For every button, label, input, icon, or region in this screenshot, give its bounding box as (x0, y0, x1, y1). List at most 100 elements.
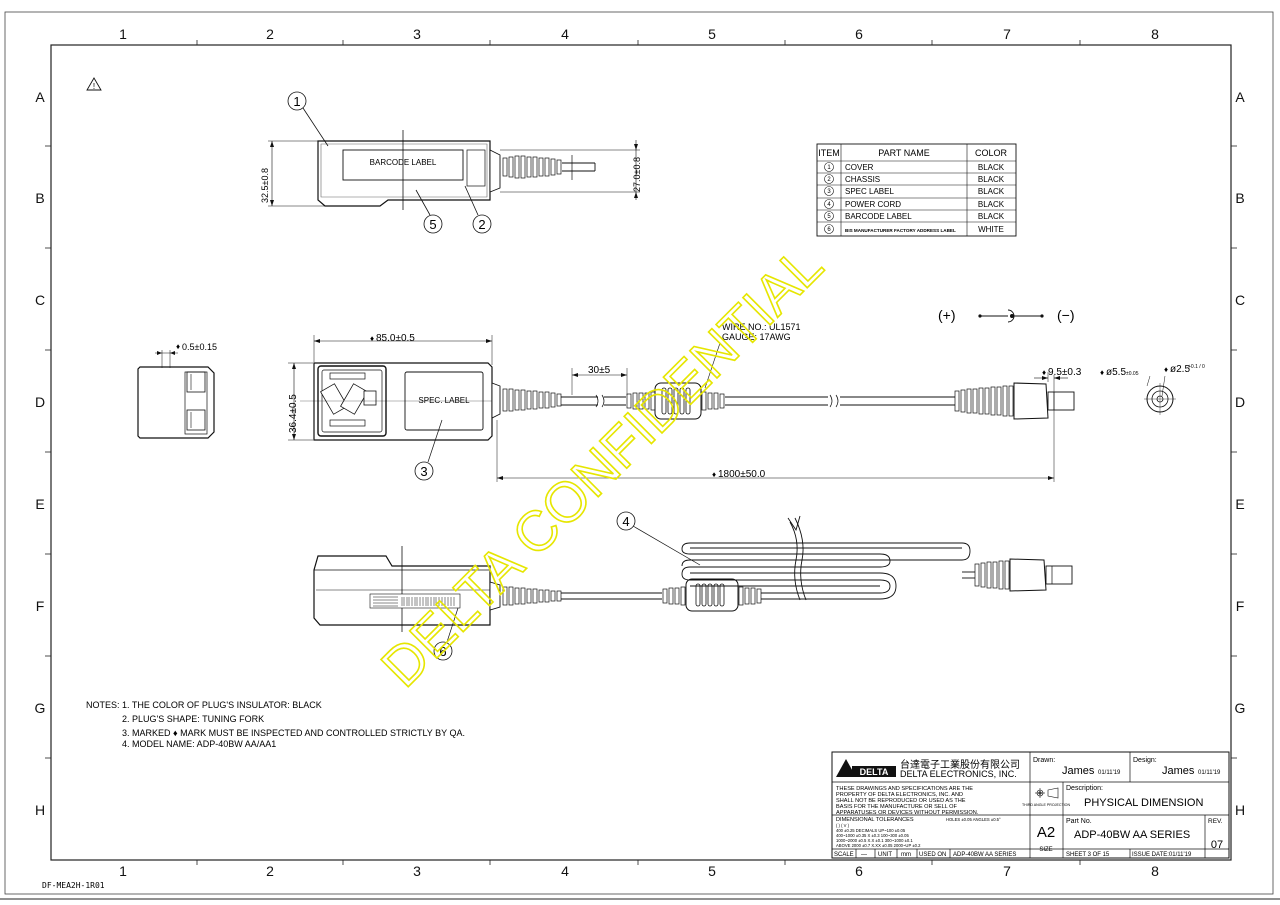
used-on-value: ADP-40BW AA SERIES (953, 852, 1016, 858)
grid-row-b-left: B (35, 190, 44, 206)
notes-block: NOTES: 1. THE COLOR OF PLUG'S INSULATOR:… (86, 700, 465, 749)
projection-icon (1035, 787, 1059, 799)
polarity-symbol: (+) (−) (938, 307, 1075, 323)
parts-table: ITEM PART NAME COLOR 1 2 3 4 5 6 COVER C… (816, 143, 1017, 237)
grid-row-d-left: D (35, 394, 45, 410)
inner-border (50, 44, 1232, 861)
table-row-name: CHASSIS (845, 175, 880, 184)
table-row-name: POWER CORD (845, 200, 901, 209)
property-notice: PROPERTY OF DELTA ELECTRONICS, INC. AND (836, 792, 963, 798)
top-view: BARCODE LABEL 32.5±0.8 27.0±0.8 (260, 130, 642, 210)
description-value: PHYSICAL DIMENSION (1084, 797, 1203, 809)
part-no-value: ADP-40BW AA SERIES (1074, 829, 1190, 841)
grid-row-f-left: F (36, 598, 45, 614)
tolerance-row: ABOVE 2000 ±0.7 X.XX ±0.05 2000~UP ±0.2 (836, 843, 921, 848)
grid-col-3-top: 3 (413, 26, 421, 42)
table-row-color: WHITE (978, 225, 1004, 234)
wire-number: WIRE NO.: UL1571 (722, 322, 801, 332)
polarity-plus: (+) (938, 307, 956, 323)
table-row-item: 3 (827, 189, 831, 195)
tolerance-row: 400 ±0.25 DECIMALS UP~100 ±0.05 (836, 828, 906, 833)
callout-2: 2 (478, 217, 485, 232)
grid-row-a-left: A (35, 89, 45, 105)
svg-text:♦: ♦ (370, 334, 374, 343)
note-item: 4. MODEL NAME: ADP-40BW AA/AA1 (122, 739, 276, 749)
table-row-name: BIS MANUFACTURER FACTORY ADDRESS LABEL (845, 228, 956, 233)
grid-row-c-left: C (35, 292, 45, 308)
design-name: James (1162, 765, 1195, 777)
table-row-color: BLACK (978, 163, 1005, 172)
dim-body-height: 36.4±0.5 (288, 394, 299, 433)
grid-col-5-bottom: 5 (708, 863, 716, 879)
dim-body-length: 85.0±0.5 (376, 333, 415, 344)
grid-col-1-top: 1 (119, 26, 127, 42)
svg-text:♦: ♦ (712, 470, 716, 479)
tolerance-row: 1000~2000 ±0.5 X.X ±0.1 300~1000 ±0.1 (836, 838, 913, 843)
table-row-item: 2 (827, 177, 831, 183)
polarity-minus: (−) (1057, 307, 1075, 323)
table-header-part-name: PART NAME (878, 148, 930, 158)
svg-text:♦: ♦ (176, 342, 180, 351)
bottom-view (313, 515, 1073, 632)
grid-row-h-right: H (1235, 802, 1245, 818)
form-code: DF-MEA2H-1R01 (42, 881, 105, 890)
tolerance-row: ( ) ( V ) (836, 823, 850, 828)
table-row-item: 5 (827, 214, 831, 220)
scale-label: SCALE (834, 852, 854, 858)
dim-plug-od-tol: ±0.05 (1126, 371, 1139, 377)
grid-col-7-top: 7 (1003, 26, 1011, 42)
sheet-number: SHEET 3 OF 15 (1066, 852, 1110, 858)
drawn-name: James (1062, 765, 1095, 777)
callout-1: 1 (293, 94, 300, 109)
note-item: 1. THE COLOR OF PLUG'S INSULATOR: BLACK (122, 700, 322, 710)
table-row-name: BARCODE LABEL (845, 212, 912, 221)
table-row-color: BLACK (978, 187, 1005, 196)
grid-row-d-right: D (1235, 394, 1245, 410)
table-row-item: 4 (827, 202, 831, 208)
size-code: A2 (1037, 824, 1055, 841)
grid-col-1-bottom: 1 (119, 863, 127, 879)
company-name-cn: 台達電子工業股份有限公司 (900, 758, 1020, 771)
dim-cord-length: 1800±50.0 (718, 469, 766, 480)
callout-5: 5 (429, 217, 436, 232)
outer-border (4, 11, 1274, 895)
plug-end-view: ♦ ø5.5 ±0.05 ♦ ø2.5 +0.1 / 0 (1100, 364, 1205, 415)
table-row-item: 1 (827, 165, 831, 171)
grid-row-c-right: C (1235, 292, 1245, 308)
property-notice: APPARATUSES OR DEVICES WITHOUT PERMISSIO… (836, 810, 979, 816)
table-row-item: 6 (827, 227, 831, 233)
scale-value: — (861, 852, 867, 858)
confidential-watermark: DELTA CONFIDENTIAL (369, 233, 835, 699)
tolerance-row: 400~1000 ±0.35 X ±0.3 100~300 ±0.05 (836, 833, 909, 838)
part-no-label: Part No. (1066, 818, 1092, 825)
rev-value: 07 (1211, 839, 1223, 851)
callout-3: 3 (420, 464, 427, 479)
table-row-name: COVER (845, 163, 874, 172)
table-row-color: BLACK (978, 200, 1005, 209)
issue-date: ISSUE DATE:01/11'19 (1132, 852, 1192, 858)
dim-plug-id: ø2.5 (1170, 364, 1190, 375)
unit-label: UNIT (878, 852, 892, 858)
dim-plug-id-tol: +0.1 / 0 (1188, 364, 1205, 370)
grid-row-b-right: B (1235, 190, 1244, 206)
notes-heading: NOTES: (86, 700, 120, 710)
grid-row-h-left: H (35, 802, 45, 818)
front-view: SPEC. LABEL (288, 322, 1082, 482)
property-notice: BASIS FOR THE MANUFACTURE OR SELL OF (836, 804, 957, 810)
dim-ferrite-offset: 30±5 (588, 365, 611, 376)
grid-col-7-bottom: 7 (1003, 863, 1011, 879)
grid-col-2-top: 2 (266, 26, 274, 42)
grid-col-6-top: 6 (855, 26, 863, 42)
dim-strain-relief: 27.0±0.8 (632, 157, 642, 192)
grid-row-g-left: G (35, 700, 46, 716)
dim-plug-offset: 9.5±0.3 (1048, 367, 1082, 378)
drawn-label: Drawn: (1033, 757, 1055, 764)
grid-col-3-bottom: 3 (413, 863, 421, 879)
delta-logo-icon: DELTA (836, 759, 896, 777)
grid-col-8-bottom: 8 (1151, 863, 1159, 879)
company-name-en: DELTA ELECTRONICS, INC. (900, 769, 1017, 779)
design-date: 01/11'19 (1198, 770, 1221, 776)
size-label: SIZE (1039, 847, 1052, 853)
svg-text:DELTA: DELTA (860, 767, 889, 777)
